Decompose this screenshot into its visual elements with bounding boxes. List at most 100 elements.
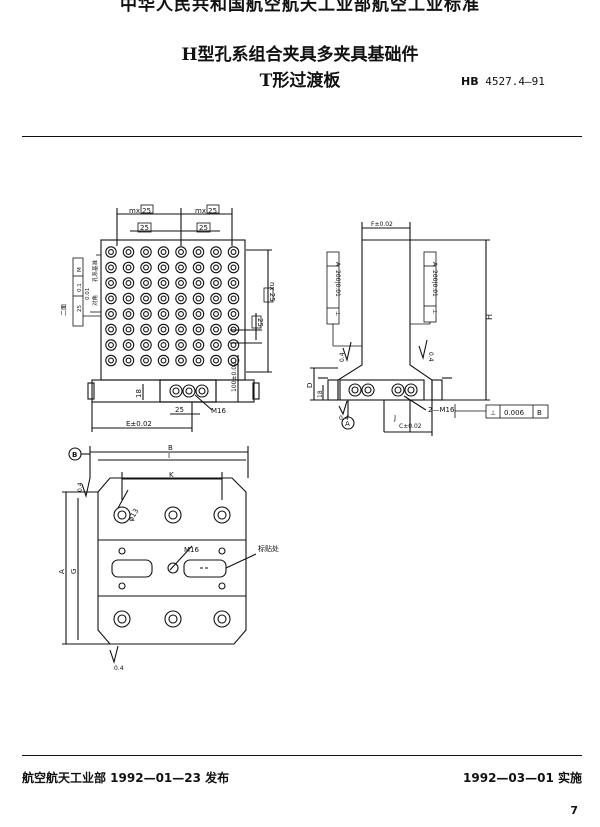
- label-marking: 标贴处: [258, 544, 279, 553]
- grid-hole-center: [213, 264, 219, 271]
- grid-hole-center: [195, 311, 202, 317]
- grid-hole-center: [178, 264, 184, 271]
- header-rule: [22, 136, 582, 137]
- label-m16-bottom: M16: [184, 546, 199, 554]
- grid-hole-center: [143, 311, 149, 317]
- left-text-b: 对角: [91, 295, 99, 306]
- dim-j: J: [393, 414, 396, 422]
- dim-e: E±0.02: [126, 420, 152, 428]
- grid-hole: [157, 246, 170, 258]
- grid-hole-center: [195, 357, 202, 364]
- top-plate-outline: [100, 239, 246, 381]
- dim-k: K: [169, 471, 174, 479]
- hole-grid: [105, 246, 240, 367]
- grid-hole: [140, 339, 152, 351]
- dim-mx-left: mx 25: [129, 207, 151, 215]
- grid-hole-center: [178, 280, 184, 286]
- grid-hole-center: [178, 295, 184, 302]
- grid-hole-center: [230, 280, 237, 286]
- grid-hole: [192, 323, 205, 336]
- frame-bottom-datum: B: [537, 409, 542, 417]
- grid-hole-center: [178, 311, 184, 317]
- grid-hole: [227, 277, 240, 289]
- datum-b: B: [72, 451, 77, 459]
- grid-hole-center: [230, 249, 237, 255]
- grid-hole-center: [143, 342, 149, 348]
- rough-04-bottom: 0.4: [114, 665, 124, 672]
- organization-standard-heading: 中华人民共和国航空航天工业部航空工业标准: [120, 0, 480, 15]
- tol-frame-left-0: M: [77, 267, 83, 272]
- dim-100: 100±0.02: [231, 362, 238, 392]
- grid-hole: [210, 308, 222, 320]
- dim-i: I: [168, 452, 170, 460]
- frame-right-1: 200|0.01: [431, 270, 438, 297]
- grid-hole: [122, 292, 135, 305]
- grid-hole-center: [230, 295, 237, 302]
- grid-hole-center: [213, 280, 219, 286]
- grid-hole: [192, 339, 205, 351]
- grid-hole: [192, 308, 205, 320]
- dim-d: D: [306, 383, 314, 388]
- grid-hole: [210, 277, 222, 289]
- grid-hole-center: [143, 295, 149, 302]
- grid-hole: [157, 354, 170, 367]
- grid-hole-center: [125, 357, 132, 364]
- grid-hole-center: [160, 342, 167, 348]
- dim-nx: nx 25: [268, 282, 276, 302]
- rough-04-left: 0.4: [339, 352, 346, 362]
- grid-hole-center: [195, 264, 202, 271]
- grid-hole: [210, 261, 222, 274]
- top-view: [72, 204, 274, 432]
- grid-hole: [140, 308, 152, 320]
- label-m16-top: M16: [211, 407, 226, 415]
- grid-hole: [227, 292, 240, 305]
- grid-hole-center: [125, 249, 132, 255]
- label-2m16: 2—M16: [428, 406, 455, 414]
- frame-left-1: 200|0.01: [334, 270, 341, 297]
- bottom-plate-outline: [97, 477, 247, 645]
- grid-hole: [227, 339, 240, 351]
- grid-hole-center: [108, 357, 114, 364]
- grid-hole-center: [230, 264, 237, 271]
- datum-a: A: [345, 420, 350, 428]
- grid-hole: [140, 246, 152, 258]
- grid-hole: [227, 246, 240, 258]
- grid-hole-center: [160, 357, 167, 364]
- grid-hole: [157, 277, 170, 289]
- dim-h: H: [485, 314, 494, 320]
- grid-hole: [105, 277, 117, 289]
- document-subtitle: T形过渡板: [259, 71, 341, 91]
- grid-hole-center: [213, 311, 219, 317]
- dim-b: B: [168, 444, 173, 452]
- grid-hole-center: [125, 342, 132, 348]
- label-phi13: φ13: [127, 507, 141, 523]
- side-profile: [337, 239, 433, 401]
- frame-right-sym: ⊥: [431, 309, 438, 314]
- frame-right-0: A: [431, 262, 438, 267]
- grid-hole-center: [178, 326, 184, 333]
- grid-hole: [175, 292, 187, 305]
- grid-hole-center: [108, 249, 114, 255]
- grid-hole-center: [160, 311, 167, 317]
- grid-hole: [105, 339, 117, 351]
- tol-frame-left-1: 0.1: [77, 283, 83, 292]
- frame-bottom-val: 0.006: [504, 409, 525, 417]
- grid-hole: [175, 308, 187, 320]
- grid-hole: [175, 261, 187, 274]
- grid-hole: [122, 246, 135, 258]
- dim-box-25-a: 25: [140, 224, 149, 232]
- dim-a: A: [58, 569, 66, 574]
- frame-left-sym: ⊥: [334, 311, 341, 316]
- grid-hole-center: [160, 280, 167, 286]
- grid-hole-center: [195, 249, 202, 255]
- grid-hole: [192, 354, 205, 367]
- grid-hole: [122, 323, 135, 336]
- grid-hole-center: [213, 342, 219, 348]
- grid-hole-center: [160, 264, 167, 271]
- grid-hole: [210, 339, 222, 351]
- grid-hole: [210, 323, 222, 336]
- grid-hole-center: [178, 357, 184, 364]
- grid-hole-center: [213, 295, 219, 302]
- grid-hole: [192, 246, 205, 258]
